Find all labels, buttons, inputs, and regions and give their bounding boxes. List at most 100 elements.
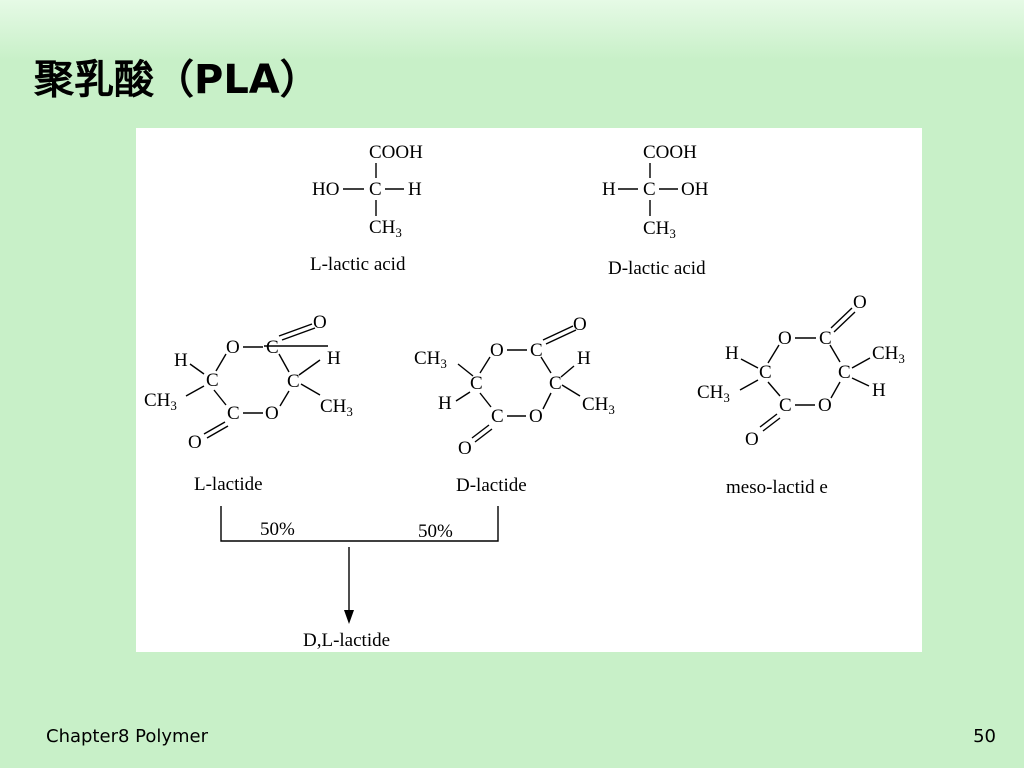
- footer-chapter: Chapter8 Polymer: [46, 726, 209, 747]
- bond: [471, 424, 490, 439]
- bond: [479, 392, 492, 408]
- l-lactide-label: L-lactide: [194, 474, 263, 495]
- bond: [540, 356, 552, 374]
- d-lactide-label: D-lactide: [456, 475, 527, 496]
- atom-c: C: [549, 373, 562, 394]
- l-acid-ho: HO: [312, 179, 339, 200]
- atom-h: H: [438, 393, 452, 414]
- bond: [455, 391, 471, 402]
- atom-o: O: [573, 314, 587, 335]
- structure-canvas: COOH HO C H CH3 L-lactic acid COOH H C O…: [144, 142, 905, 651]
- atom-c: C: [227, 403, 240, 424]
- racemic-mixing-bracket: 50% 50% D,L-lactide: [220, 506, 499, 651]
- atom-o-ring: O: [529, 406, 543, 427]
- bond: [278, 353, 290, 373]
- d-lactic-acid-structure: COOH H C OH CH3 D-lactic acid: [602, 142, 709, 279]
- bond: [298, 359, 321, 376]
- atom-c: C: [759, 362, 772, 383]
- atom-o-ring: O: [265, 403, 279, 424]
- chemical-structure-diagram: COOH HO C H CH3 L-lactic acid COOH H C O…: [136, 128, 922, 652]
- atom-c: C: [206, 370, 219, 391]
- d-acid-oh: OH: [681, 179, 709, 200]
- bond: [203, 421, 226, 435]
- atom-o: O: [853, 292, 867, 313]
- bracket-line: [220, 506, 499, 542]
- l-lactide-structure: O O C H C CH3 C H CH3 C O O: [144, 312, 353, 495]
- percent-right: 50%: [418, 521, 453, 542]
- atom-c: C: [266, 337, 279, 358]
- d-lactide-ch3-left: CH3: [414, 348, 447, 371]
- bond: [561, 384, 581, 397]
- meso-lactide-structure: O O C H C CH3 C CH3 H C O O me: [697, 292, 905, 498]
- meso-lactide-ch3-left: CH3: [697, 382, 730, 405]
- atom-h: H: [872, 380, 886, 401]
- bond: [833, 311, 856, 333]
- bond: [830, 307, 853, 329]
- bond: [300, 383, 321, 396]
- bond: [189, 363, 205, 375]
- bond: [851, 377, 870, 387]
- percent-left: 50%: [260, 519, 295, 540]
- bond: [739, 379, 759, 391]
- atom-c: C: [287, 371, 300, 392]
- atom-h: H: [327, 348, 341, 369]
- bond: [545, 329, 577, 345]
- d-lactic-acid-label: D-lactic acid: [608, 258, 706, 279]
- bond: [213, 389, 227, 406]
- bond: [457, 363, 474, 377]
- l-lactide-ch3-right: CH3: [320, 396, 353, 419]
- atom-o-ring: O: [818, 395, 832, 416]
- d-acid-h: H: [602, 179, 616, 200]
- d-acid-cooh: COOH: [643, 142, 697, 163]
- bond: [851, 357, 871, 369]
- d-acid-ch3: CH3: [643, 218, 676, 241]
- atom-c: C: [470, 373, 483, 394]
- l-acid-c: C: [369, 179, 382, 200]
- page-number: 50: [973, 726, 996, 747]
- atom-o: O: [745, 429, 759, 450]
- dl-lactide-label: D,L-lactide: [303, 630, 390, 651]
- atom-c: C: [838, 362, 851, 383]
- l-lactide-ch3-left: CH3: [144, 390, 177, 413]
- atom-o: O: [188, 432, 202, 453]
- bond: [542, 325, 574, 341]
- l-acid-h: H: [408, 179, 422, 200]
- atom-o-ring: O: [778, 328, 792, 349]
- bond: [740, 358, 759, 369]
- bond: [759, 413, 778, 428]
- bond: [278, 323, 313, 337]
- d-acid-c: C: [643, 179, 656, 200]
- bond: [474, 428, 493, 443]
- arrow-head: [344, 610, 354, 624]
- bond: [542, 392, 552, 410]
- meso-lactide-label: meso-lactid e: [726, 477, 828, 498]
- bond: [185, 385, 205, 397]
- bond: [767, 344, 780, 364]
- atom-c: C: [819, 328, 832, 349]
- d-lactide-ch3-right: CH3: [582, 394, 615, 417]
- l-lactic-acid-label: L-lactic acid: [310, 254, 406, 275]
- atom-h: H: [174, 350, 188, 371]
- atom-c: C: [779, 395, 792, 416]
- bond: [560, 365, 575, 378]
- atom-c: C: [530, 340, 543, 361]
- atom-h: H: [577, 348, 591, 369]
- atom-o-ring: O: [226, 337, 240, 358]
- bond: [279, 390, 290, 407]
- bond: [479, 356, 491, 374]
- slide-title: 聚乳酸（PLA）: [34, 57, 320, 103]
- atom-c: C: [491, 406, 504, 427]
- bond: [215, 353, 227, 372]
- l-acid-cooh: COOH: [369, 142, 423, 163]
- bond: [281, 327, 316, 341]
- background-glow: [0, 0, 1024, 60]
- l-acid-ch3: CH3: [369, 217, 402, 240]
- l-lactic-acid-structure: COOH HO C H CH3 L-lactic acid: [310, 142, 423, 275]
- bond: [206, 425, 229, 439]
- atom-o: O: [458, 438, 472, 459]
- bond: [767, 381, 781, 397]
- bond: [830, 381, 841, 399]
- l-lactide-o: O: [313, 312, 327, 333]
- meso-lactide-ch3-right: CH3: [872, 343, 905, 366]
- bond: [762, 417, 781, 432]
